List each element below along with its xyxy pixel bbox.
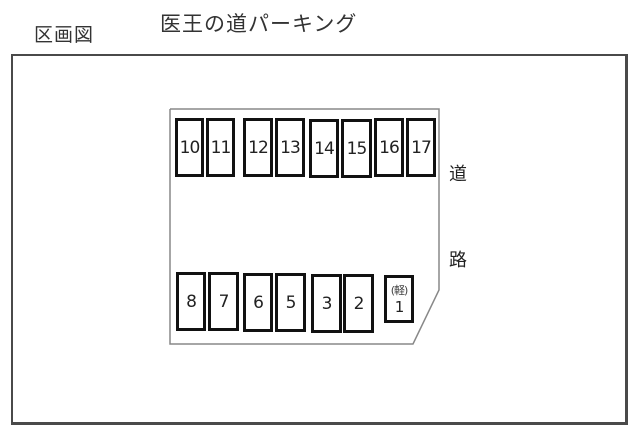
space-number: 10 <box>179 137 201 158</box>
space-number: 3 <box>321 293 333 314</box>
space-number: 1 <box>394 298 404 316</box>
parking-space-17[interactable]: 17 <box>406 118 436 177</box>
space-number: 15 <box>346 138 368 159</box>
space-number: 13 <box>280 137 301 158</box>
space-number: 5 <box>285 292 297 313</box>
space-number: 7 <box>218 291 230 312</box>
space-number: 12 <box>248 137 269 158</box>
parking-space-2[interactable]: 2 <box>343 274 374 333</box>
space-number: 8 <box>186 291 197 312</box>
map-frame <box>11 54 628 425</box>
space-number: 2 <box>353 293 365 314</box>
parking-space-11[interactable]: 11 <box>206 118 235 177</box>
parking-space-13[interactable]: 13 <box>275 118 305 177</box>
space-number: 6 <box>253 292 264 313</box>
parking-space-16[interactable]: 16 <box>374 118 404 177</box>
parking-space-1-kei[interactable]: (軽) 1 <box>384 275 414 323</box>
space-number: 14 <box>314 138 335 159</box>
parking-space-14[interactable]: 14 <box>309 119 339 178</box>
space-number: 17 <box>411 137 432 158</box>
space-number: 11 <box>210 137 232 158</box>
parking-space-10[interactable]: 10 <box>175 118 204 177</box>
space-number: 16 <box>379 137 400 158</box>
parking-space-12[interactable]: 12 <box>243 118 273 177</box>
road-label-char-1: 道 <box>449 164 467 185</box>
parking-space-5[interactable]: 5 <box>275 273 306 332</box>
kei-car-tag: (軽) <box>390 284 409 297</box>
parking-space-6[interactable]: 6 <box>243 273 273 332</box>
page-title: 医王の道パーキング <box>160 12 358 36</box>
parking-space-7[interactable]: 7 <box>208 272 239 331</box>
road-label-char-2: 路 <box>449 250 467 271</box>
parking-space-8[interactable]: 8 <box>176 272 206 331</box>
parking-space-3[interactable]: 3 <box>311 274 342 333</box>
parking-space-15[interactable]: 15 <box>341 119 372 178</box>
section-label: 区画図 <box>34 24 95 46</box>
